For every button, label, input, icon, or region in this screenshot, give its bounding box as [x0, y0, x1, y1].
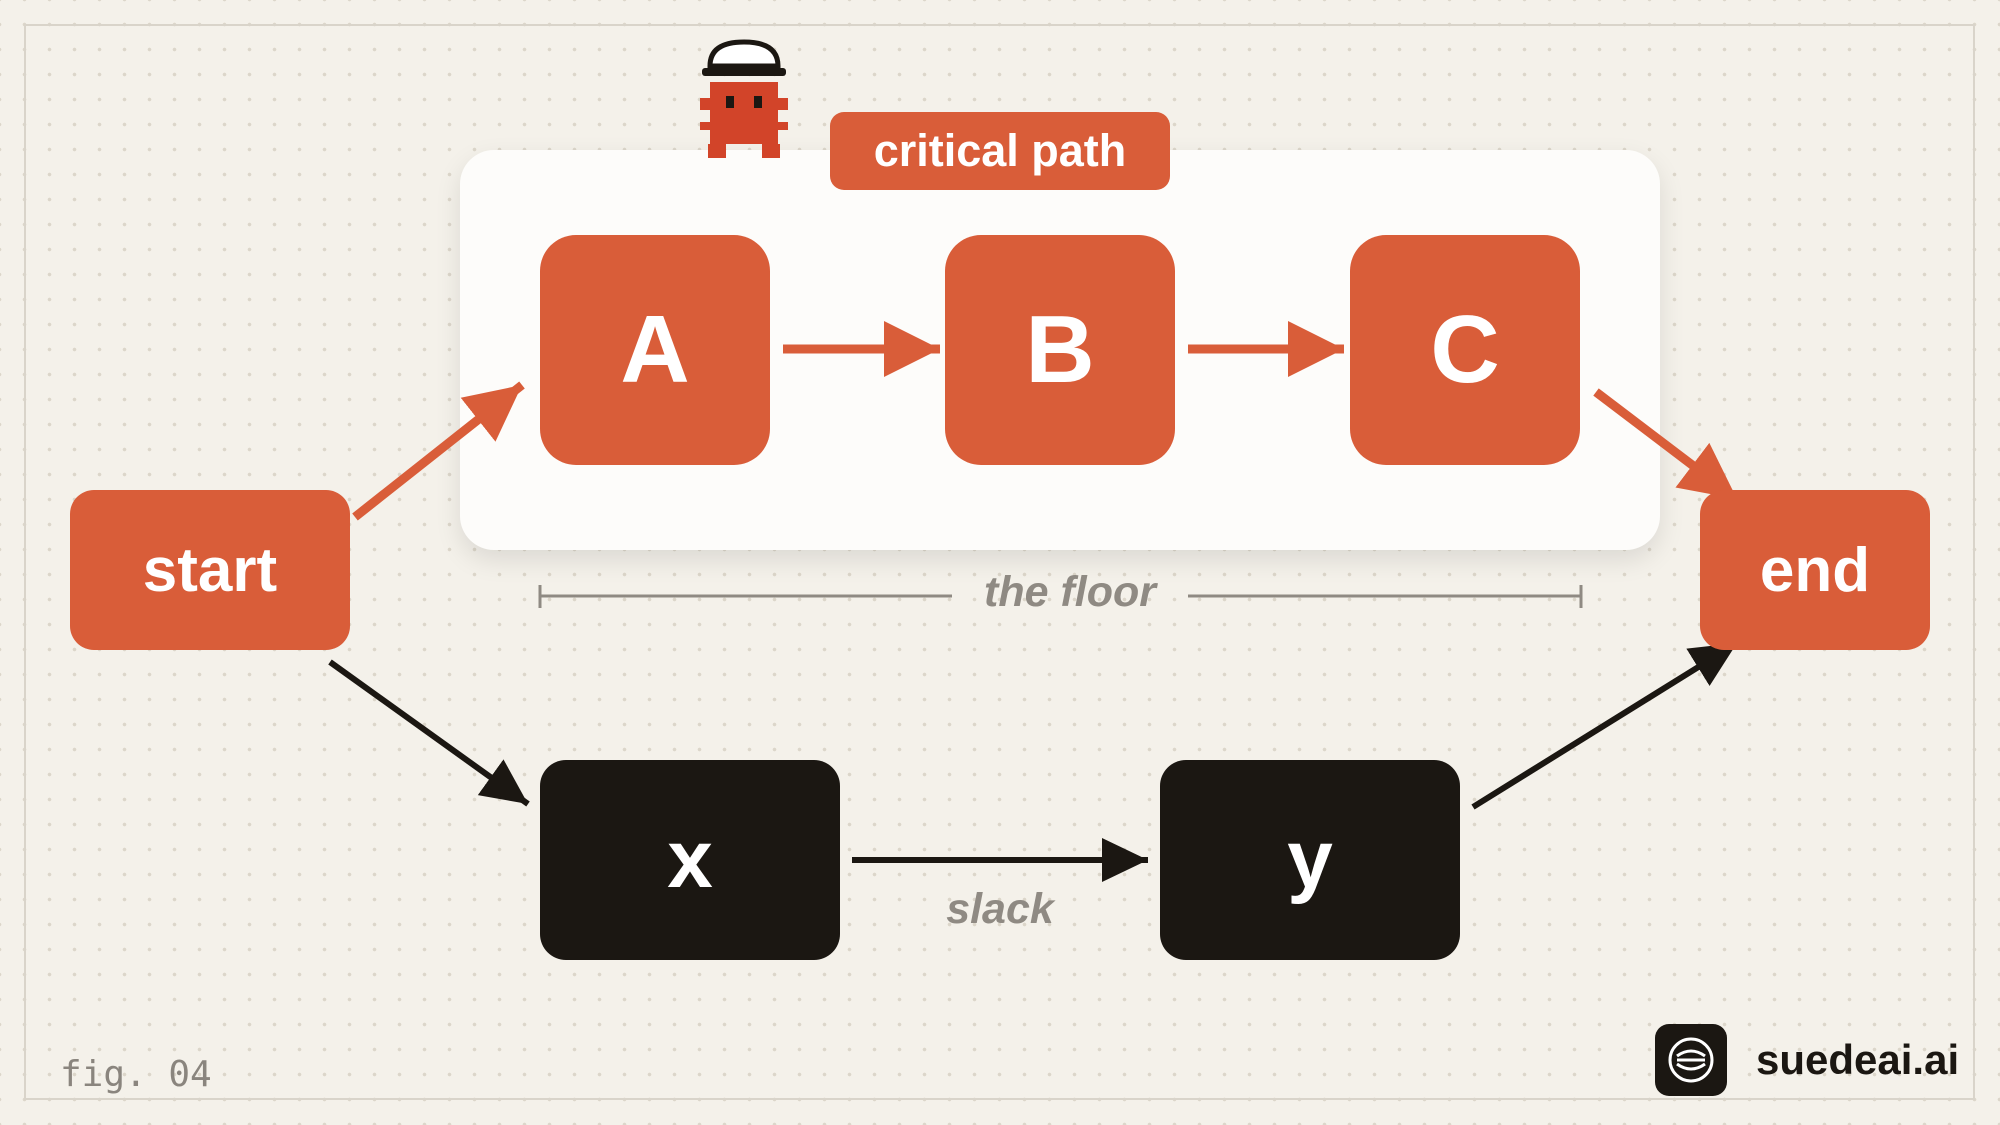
node-end[interactable]: end [1700, 490, 1930, 650]
node-b[interactable]: B [945, 235, 1175, 465]
edge-start-x [328, 659, 530, 807]
node-start[interactable]: start [70, 490, 350, 650]
brand-name[interactable]: suedeai.ai [1756, 1036, 1960, 1083]
node-a[interactable]: A [540, 235, 770, 465]
node-x[interactable]: x [540, 760, 840, 960]
floor-label: the floor [984, 568, 1156, 616]
floor-measure [538, 585, 1583, 608]
edge-y-end [1471, 640, 1739, 810]
edge-c-end [1593, 388, 1740, 503]
slack-label: slack [946, 885, 1054, 933]
figure-number: fig. 04 [60, 1054, 212, 1095]
critical-path-label: critical path [830, 112, 1170, 190]
node-y[interactable]: y [1160, 760, 1460, 960]
node-c[interactable]: C [1350, 235, 1580, 465]
suedeai-logo-icon [1655, 1024, 1727, 1096]
edge-start-a [352, 381, 525, 521]
figure-frame [24, 24, 1975, 1100]
